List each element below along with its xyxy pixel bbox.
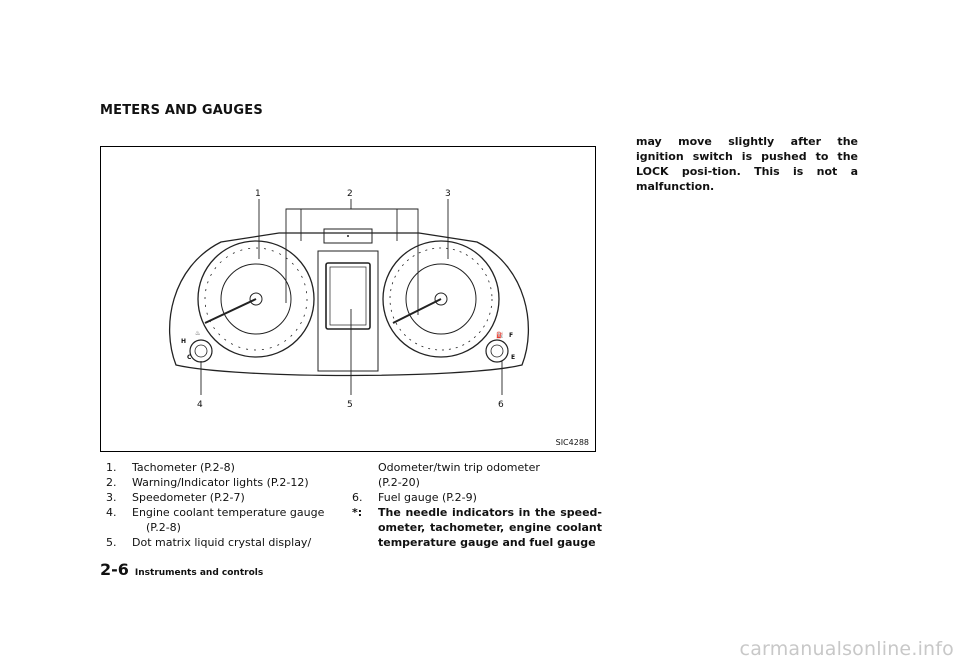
fuel-full-label: F xyxy=(509,332,513,339)
legend-column-middle: Odometer/twin trip odometer (P.2-20) 6. … xyxy=(352,460,602,550)
instrument-cluster-figure: H C ♨ F E ⛽ 1 2 3 4 5 xyxy=(100,146,596,452)
center-panel xyxy=(317,250,379,372)
coolant-icon: ♨ xyxy=(195,330,200,337)
list-item: 2. Warning/Indicator lights (P.2-12) xyxy=(106,476,309,489)
page-number: 2-6 xyxy=(100,560,129,579)
callout-leaders xyxy=(200,199,503,395)
list-item: 4. Engine coolant temperature gauge xyxy=(106,506,325,519)
list-item: 6. Fuel gauge (P.2-9) xyxy=(352,491,477,504)
list-item: 5. Dot matrix liquid crystal display/ xyxy=(106,536,312,549)
list-item: 1. Tachometer (P.2-8) xyxy=(106,461,235,474)
fuel-pump-icon: ⛽ xyxy=(496,331,504,339)
figure-code: SIC4288 xyxy=(555,438,589,447)
callout-1: 1 xyxy=(255,189,261,199)
note-continued: may move slightly after the ignition swi… xyxy=(636,135,858,193)
fuel-empty-label: E xyxy=(511,354,515,361)
callout-5: 5 xyxy=(347,400,353,410)
watermark: carmanualsonline.info xyxy=(739,638,954,660)
dot-matrix-display xyxy=(325,262,371,330)
fuel-gauge: F E ⛽ xyxy=(485,331,515,363)
note-item: *: The needle indicators in the speed-om… xyxy=(352,506,602,549)
coolant-temp-gauge: H C ♨ xyxy=(181,330,213,363)
callout-4: 4 xyxy=(197,400,203,410)
cluster-outline xyxy=(169,232,529,377)
list-item: 3. Speedometer (P.2-7) xyxy=(106,491,245,504)
chapter-title: Instruments and controls xyxy=(134,568,264,578)
list-item-continued: (P.2-20) xyxy=(378,476,420,489)
callout-2: 2 xyxy=(347,189,353,199)
list-item-continued: Odometer/twin trip odometer xyxy=(378,461,540,474)
list-item-continued: (P.2-8) xyxy=(146,521,181,534)
callout-3: 3 xyxy=(445,189,451,199)
cluster-illustration: H C ♨ F E ⛽ 1 2 3 4 5 xyxy=(169,189,529,410)
warning-strip xyxy=(323,228,373,244)
temp-hot-label: H xyxy=(181,338,186,345)
section-heading: METERS AND GAUGES xyxy=(100,103,263,118)
legend-column-left: 1. Tachometer (P.2-8) 2. Warning/Indicat… xyxy=(106,460,346,550)
speedometer-gauge xyxy=(382,240,500,358)
page-footer: 2-6 Instruments and controls xyxy=(100,560,263,579)
tachometer-gauge xyxy=(197,240,315,358)
callout-6: 6 xyxy=(498,400,504,410)
temp-cold-label: C xyxy=(187,354,192,361)
